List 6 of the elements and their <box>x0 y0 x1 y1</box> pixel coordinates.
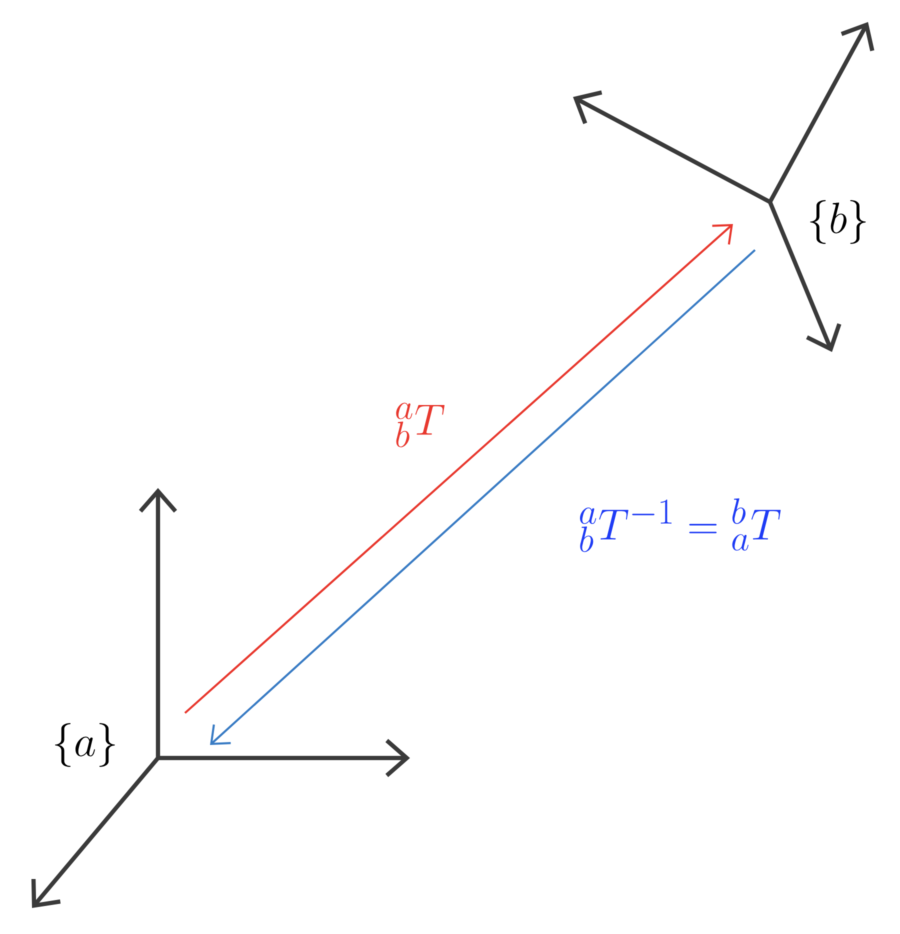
arrow <box>210 249 756 745</box>
edge-label: ${}^{a}_{b}T$ <box>392 401 448 449</box>
edge-label: ${}^{a}_{b}T^{-1} = {}^{b}_{a}T$ <box>576 496 784 554</box>
arrow <box>184 224 733 714</box>
frame-label: $\{b\}$ <box>810 200 866 244</box>
frame-label: $\{a\}$ <box>55 723 115 767</box>
